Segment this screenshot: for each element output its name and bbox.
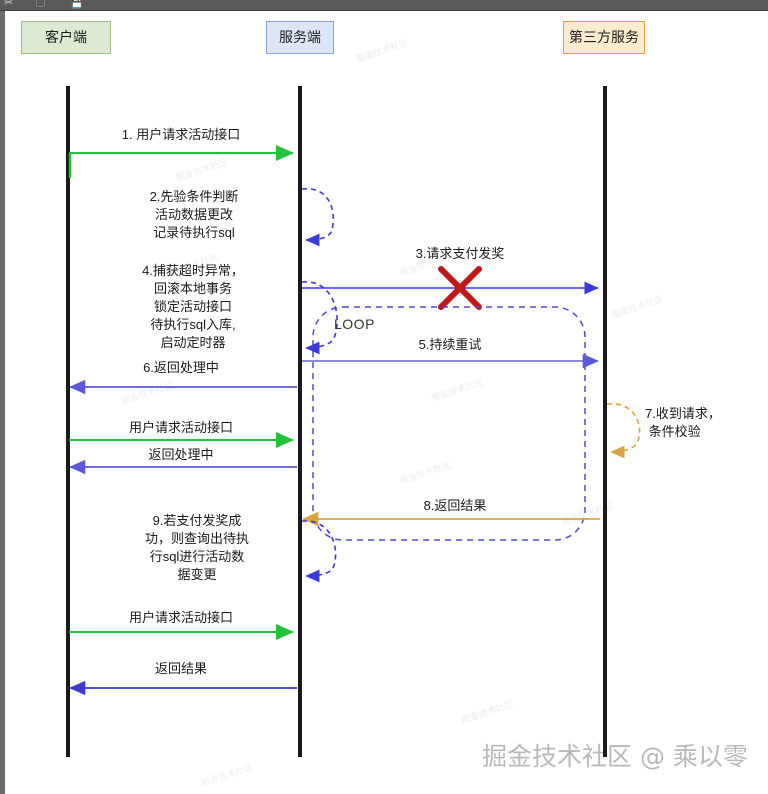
message-6-label: 6.返回处理中 (143, 360, 219, 375)
message-client-request-2-label: 用户请求活动接口 (128, 420, 233, 435)
message-1-label: 1. 用户请求活动接口 (121, 127, 241, 142)
lifeline-server (298, 86, 302, 757)
message-2-label: 2.先验条件判断活动数据更改记录待执行sql (149, 189, 239, 240)
message-4-label: 4.捕获超时异常，回滚本地事务锁定活动接口待执行sql入库,启动定时器 (142, 263, 244, 350)
lifeline-client (66, 86, 70, 757)
window-left-edge (0, 10, 5, 794)
participant-server[interactable]: 服务端 (266, 21, 334, 54)
message-processing-reply-2-label: 返回处理中 (148, 447, 214, 462)
message-client-request-3-label: 用户请求活动接口 (128, 610, 233, 625)
copy-icon[interactable]: 🗋 (36, 0, 45, 9)
participant-third-party[interactable]: 第三方服务 (563, 21, 645, 54)
participant-client-label: 客户端 (45, 29, 87, 45)
lifeline-third-party (603, 86, 607, 757)
loop-fragment-label: LOOP (334, 316, 375, 332)
participant-third-party-label: 第三方服务 (569, 29, 639, 45)
message-9-label: 9.若支付发奖成功，则查询出待执行sql进行活动数据变更 (144, 513, 249, 582)
message-final-result-label: 返回结果 (154, 661, 207, 676)
window-toolbar: ✂ 🗋 💾 (0, 0, 768, 11)
message-8-label: 8.返回结果 (423, 498, 487, 513)
cut-icon[interactable]: ✂ (4, 0, 14, 9)
message-7-label: 7.收到请求， 条件校验 (645, 406, 721, 439)
watermark-main: 掘金技术社区 @ 乘以零 (482, 742, 748, 771)
participant-server-label: 服务端 (279, 29, 321, 45)
participant-client[interactable]: 客户端 (21, 21, 111, 54)
message-3-label: 3.请求支付发奖 (415, 246, 505, 261)
message-5-label: 5.持续重试 (418, 337, 482, 352)
save-icon[interactable]: 💾 (70, 0, 84, 9)
